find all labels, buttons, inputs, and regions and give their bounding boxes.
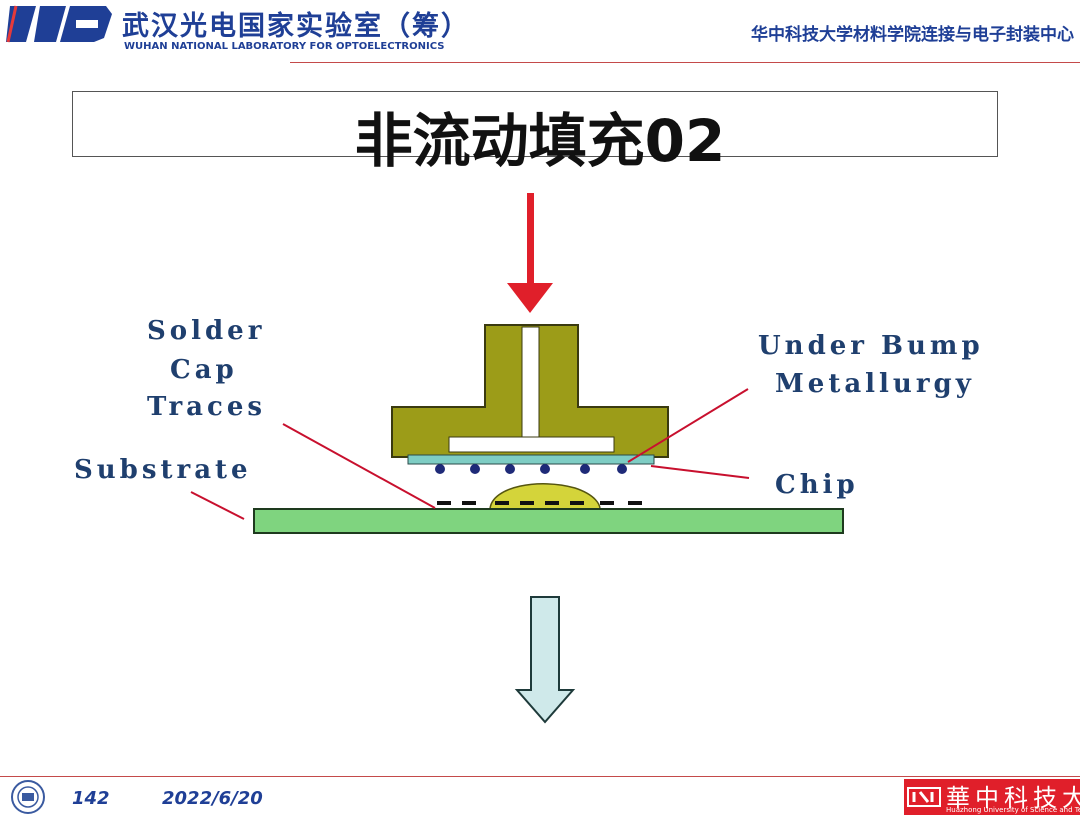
label-chip: Chip [775, 470, 859, 500]
wnlo-logo [6, 5, 112, 43]
footer-divider [0, 776, 1080, 777]
lab-name-en: WUHAN NATIONAL LABORATORY FOR OPTOELECTR… [124, 41, 445, 52]
university-name-en: Huazhong University of Science and Techn… [946, 806, 1080, 814]
press-force-arrow [507, 193, 553, 313]
label-ubm-line1: Under Bump [758, 331, 984, 361]
hust-emblem-icon [907, 787, 941, 807]
chip-layer [407, 454, 655, 465]
underfill-dot [489, 483, 601, 510]
substrate-traces [437, 501, 642, 505]
bond-head [391, 324, 669, 458]
leader-lines [190, 388, 750, 520]
label-traces: Traces [147, 392, 267, 422]
header-divider [290, 62, 1080, 63]
process-next-arrow [514, 596, 576, 724]
slide-title: 非流动填充02 [354, 107, 726, 175]
substrate [253, 508, 844, 534]
solder-bumps [435, 464, 627, 474]
university-seal-icon [11, 780, 45, 814]
label-cap: Cap [170, 355, 238, 385]
slide-date: 2022/6/20 [162, 788, 263, 809]
label-substrate: Substrate [74, 455, 252, 485]
lab-name-cn: 武汉光电国家实验室（筹） [122, 11, 470, 42]
label-solder: Solder [147, 316, 266, 346]
label-ubm-line2: Metallurgy [775, 369, 975, 399]
title-box [72, 91, 998, 157]
university-name-cn: 華中科技大學 [946, 784, 1080, 812]
school-name: 华中科技大学材料学院连接与电子封装中心 [751, 25, 1074, 45]
page-number: 142 [72, 788, 110, 809]
